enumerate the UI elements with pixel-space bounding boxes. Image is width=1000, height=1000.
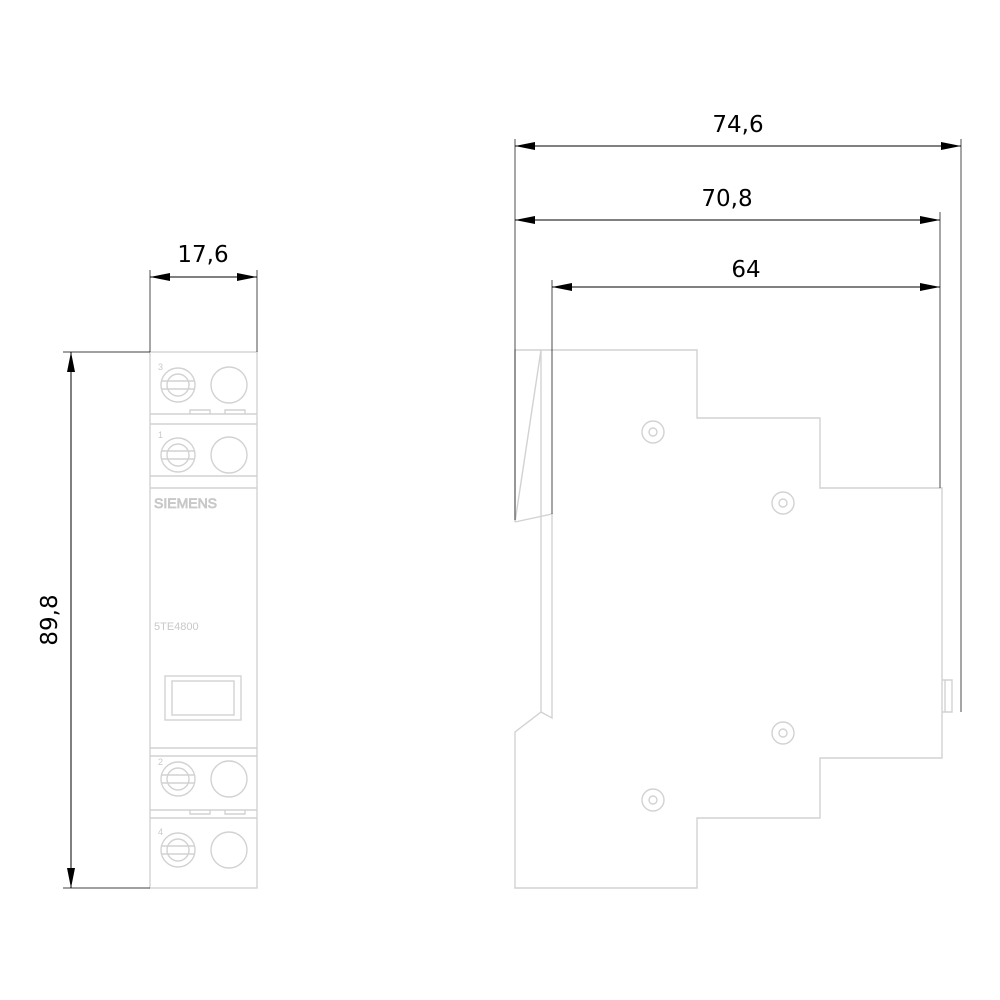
- screw-hole-2: [771, 491, 795, 515]
- terminal-label-4: 4: [158, 827, 163, 837]
- model-label: 5TE4800: [154, 621, 199, 633]
- terminal-1: [160, 436, 248, 474]
- terminal-2: [160, 760, 248, 798]
- screw-hole-1: [641, 420, 665, 444]
- terminal-label-3: 3: [158, 362, 163, 372]
- front-view-body: [149, 351, 258, 889]
- width-dimension: [149, 270, 258, 352]
- terminal-3: [160, 366, 248, 404]
- mid-depth-label: 70,8: [701, 186, 752, 212]
- terminal-4: [160, 831, 248, 869]
- height-dimension: [63, 351, 150, 889]
- front-view: 3 1 2 4 SIEMENS 5TE4800 17,6 89,8: [37, 242, 258, 889]
- brand-logo: SIEMENS: [154, 495, 217, 511]
- side-view: 74,6 70,8 64: [514, 112, 962, 889]
- body-depth-label: 64: [731, 257, 760, 283]
- terminal-label-1: 1: [158, 430, 163, 440]
- side-view-body: [514, 349, 953, 889]
- terminal-label-2: 2: [158, 757, 163, 767]
- depth-extension-lines: [514, 139, 962, 712]
- screw-hole-4: [641, 788, 665, 812]
- screw-hole-3: [771, 721, 795, 745]
- height-dimension-label: 89,8: [37, 594, 63, 645]
- overall-depth-label: 74,6: [712, 112, 763, 138]
- width-dimension-label: 17,6: [177, 242, 228, 268]
